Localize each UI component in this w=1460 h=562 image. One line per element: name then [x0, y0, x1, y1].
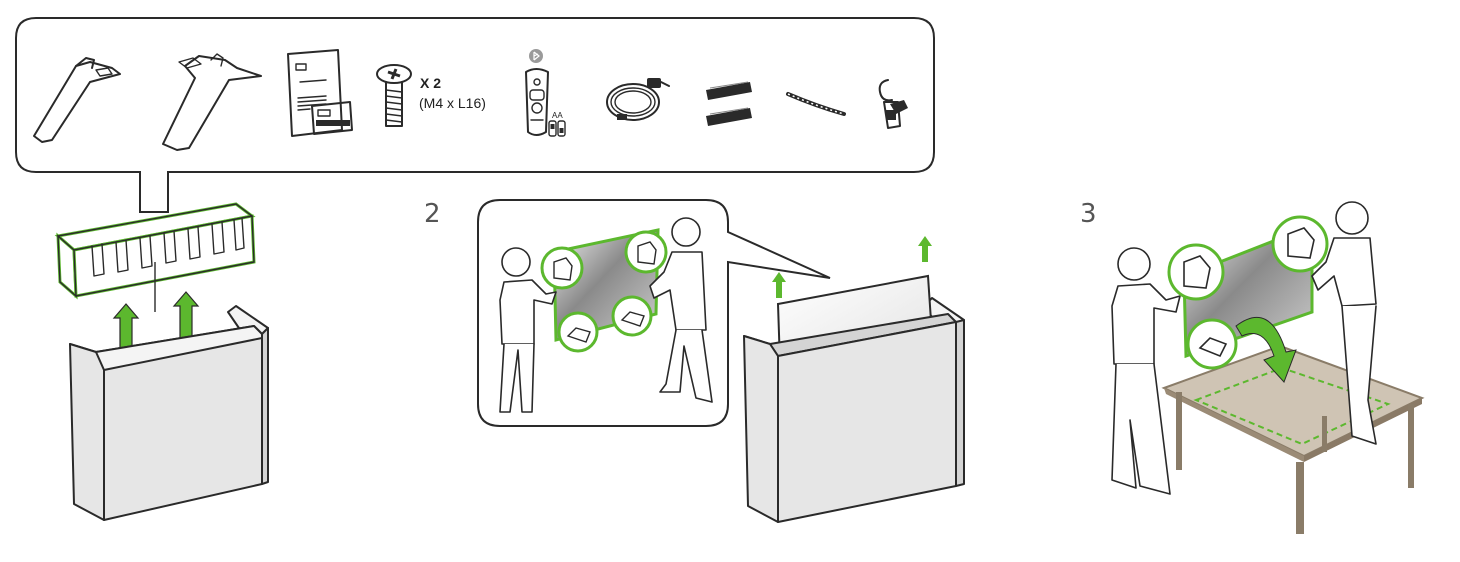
lift-arrow-icon — [112, 291, 200, 351]
table — [1161, 344, 1425, 534]
parts-callout — [15, 17, 935, 213]
hand-grip-icon — [540, 230, 668, 353]
remote-control-icon — [525, 49, 549, 136]
power-cable-icon — [606, 78, 670, 121]
screw-icon — [376, 64, 412, 127]
cable-holder-icon — [706, 81, 752, 126]
stand-leg-left-icon — [33, 57, 121, 143]
tv-box-with-tv — [743, 274, 965, 523]
battery-label: AA — [552, 111, 563, 120]
screw-quantity: X 2 — [420, 75, 441, 91]
step-number-3: 3 — [1080, 199, 1097, 229]
lift-arrow-icon — [772, 236, 932, 298]
person-left — [499, 247, 557, 413]
wall-bracket-clip-icon — [878, 79, 908, 129]
step-1: X 2 (M4 x L16) AA — [15, 17, 935, 521]
tv-box-open — [69, 305, 269, 521]
person-left — [1111, 247, 1181, 495]
hand-grip-icon — [1167, 215, 1329, 370]
cable-tie-icon — [786, 92, 846, 116]
bluetooth-icon — [529, 49, 543, 63]
person-right — [649, 217, 713, 403]
screw-size: (M4 x L16) — [419, 95, 486, 111]
stand-leg-right-icon — [162, 53, 262, 151]
batteries-icon — [548, 120, 566, 137]
packing-foam — [54, 202, 256, 300]
step-2: 2 — [424, 199, 965, 523]
person-right — [1311, 201, 1377, 445]
manual-icon — [287, 49, 353, 137]
lower-arrow-icon — [1235, 316, 1297, 383]
step-3: 3 — [1080, 199, 1425, 534]
step-number-2: 2 — [424, 199, 441, 229]
